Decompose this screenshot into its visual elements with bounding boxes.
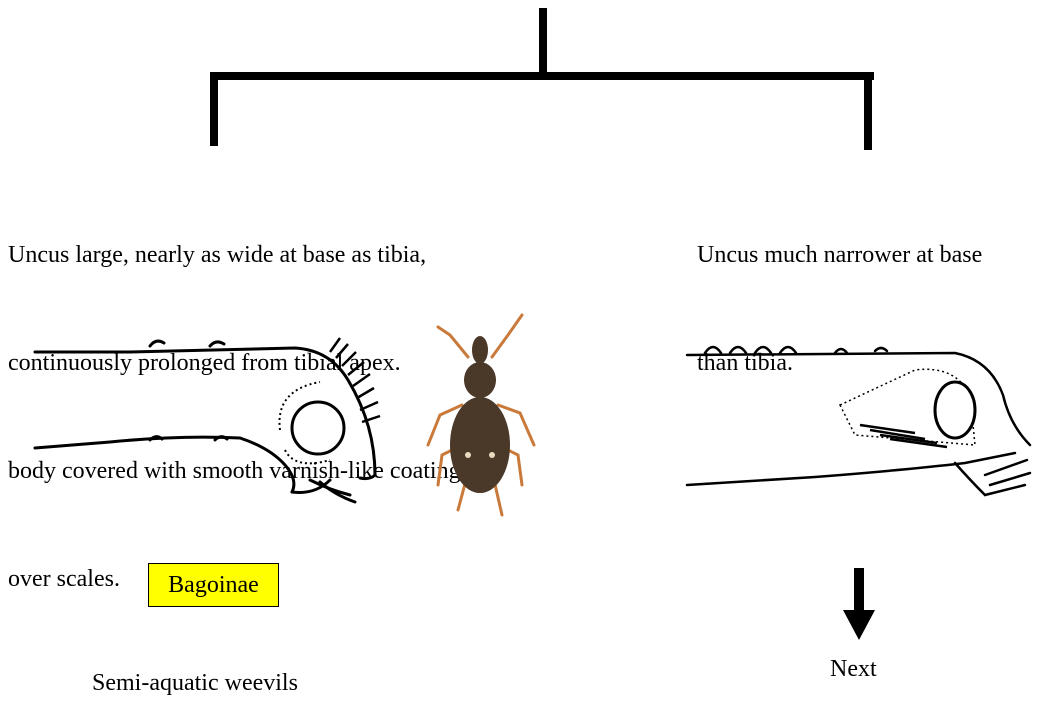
weevil-specimen-image [410,305,550,525]
result-tag-bagoinae[interactable]: Bagoinae [148,563,279,607]
connector-stem [539,8,547,78]
connector-right-drop [864,72,872,150]
caption-line: Uncus much narrower at base [697,237,1037,273]
common-name-label: Semi-aquatic weevils [92,670,298,697]
next-label[interactable]: Next [830,656,877,683]
down-arrow-icon[interactable] [843,568,875,642]
tibia-drawing-large-uncus [30,330,390,510]
caption-line: Uncus large, nearly as wide at base as t… [8,237,568,273]
connector-crossbar [210,72,874,80]
tibia-drawing-narrow-uncus [685,335,1035,510]
caption-line: over scales. [8,561,568,597]
connector-left-drop [210,72,218,146]
